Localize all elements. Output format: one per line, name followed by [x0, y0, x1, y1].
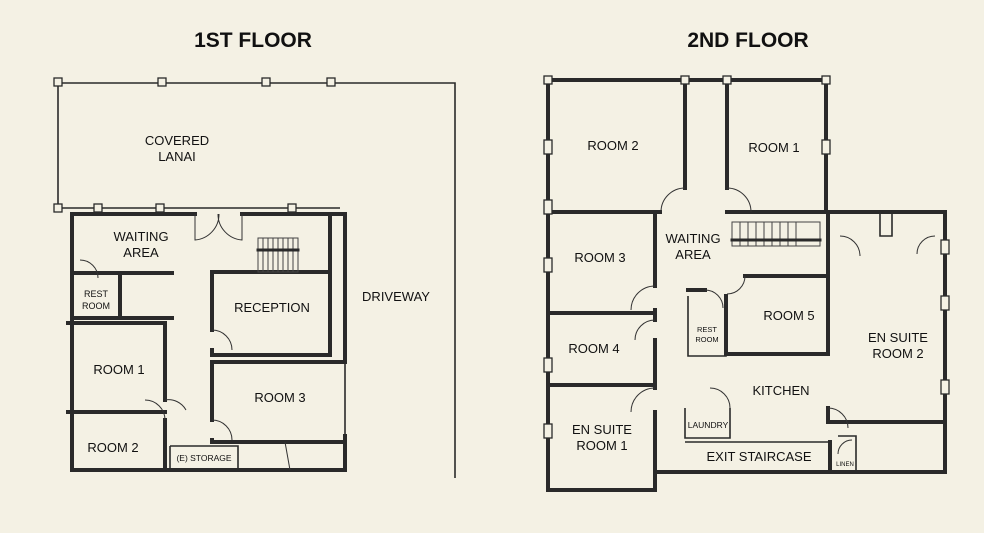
- linen-label: LINEN: [836, 462, 854, 468]
- en-suite-room1-label-line1: EN SUITE: [572, 422, 632, 437]
- en-suite-room1-label-line2: ROOM 1: [576, 438, 627, 453]
- exit-staircase-label: EXIT STAIRCASE: [707, 449, 812, 464]
- storage-label: (E) STORAGE: [176, 453, 231, 463]
- driveway-label: DRIVEWAY: [362, 289, 430, 304]
- rest-room-label-2f-line2: ROOM: [695, 335, 718, 344]
- second-floor-stairs: [730, 221, 822, 247]
- room1-label-2f: ROOM 1: [748, 140, 799, 155]
- second-floor-walls: [546, 78, 947, 492]
- kitchen-label: KITCHEN: [752, 383, 809, 398]
- rest-room-label-line1: REST: [84, 289, 109, 299]
- en-suite-room2-label-line1: EN SUITE: [868, 330, 928, 345]
- waiting-area-label-2f-line1: WAITING: [665, 231, 720, 246]
- second-floor-plan: 2ND FLOOR: [543, 29, 950, 492]
- waiting-area-label-2f-line2: AREA: [675, 247, 711, 262]
- room5-label: ROOM 5: [763, 308, 814, 323]
- waiting-area-label-line1: WAITING: [113, 229, 168, 244]
- room1-label: ROOM 1: [93, 362, 144, 377]
- lanai-outline: [53, 77, 456, 478]
- second-floor-labels: ROOM 2 ROOM 1 ROOM 3 WAITING AREA REST R…: [568, 138, 928, 468]
- room4-label: ROOM 4: [568, 341, 619, 356]
- laundry-label: LAUNDRY: [688, 420, 729, 430]
- first-floor-walls: [66, 212, 347, 472]
- first-floor-doors: [79, 213, 346, 471]
- first-floor-title: 1ST FLOOR: [194, 29, 312, 52]
- room3-label-2f: ROOM 3: [574, 250, 625, 265]
- waiting-area-label-line2: AREA: [123, 245, 159, 260]
- first-floor-stairs: [256, 237, 300, 273]
- room2-label-2f: ROOM 2: [587, 138, 638, 153]
- second-floor-title: 2ND FLOOR: [687, 29, 808, 52]
- rest-room-label-line2: ROOM: [82, 301, 110, 311]
- first-floor-labels: COVERED LANAI WAITING AREA REST ROOM REC…: [82, 133, 430, 463]
- second-floor-posts: [543, 75, 950, 439]
- room2-label: ROOM 2: [87, 440, 138, 455]
- second-floor-doors: [630, 187, 936, 455]
- first-floor-plan: 1ST FLOOR: [53, 29, 456, 478]
- en-suite-room2-label-line2: ROOM 2: [872, 346, 923, 361]
- reception-label: RECEPTION: [234, 300, 310, 315]
- rest-room-label-2f-line1: REST: [697, 325, 717, 334]
- room3-label: ROOM 3: [254, 390, 305, 405]
- covered-lanai-label-line1: COVERED: [145, 133, 209, 148]
- covered-lanai-label-line2: LANAI: [158, 149, 196, 164]
